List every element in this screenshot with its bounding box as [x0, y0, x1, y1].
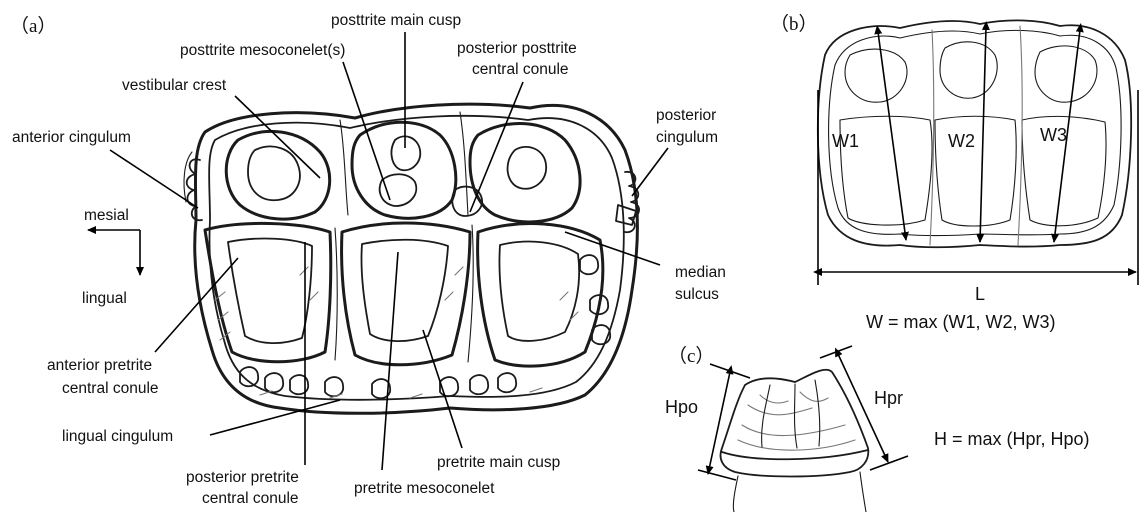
lingual-cingulum-beads [240, 255, 610, 398]
label-vestibular-crest: vestibular crest [122, 77, 227, 94]
w2-label: W2 [948, 131, 975, 151]
hpr-tick-top [820, 346, 852, 358]
panel-a-labels: posttrite main cusp posttrite mesoconele… [12, 12, 726, 507]
leader-posttrite-mesoconelets [343, 62, 390, 200]
leader-pretrite-main-cusp [423, 330, 462, 448]
w3-label: W3 [1040, 125, 1067, 145]
leader-pretrite-mesoconelet [382, 252, 398, 470]
label-posterior-pretrite-line1: posterior pretrite [186, 469, 299, 486]
w1-label: W1 [832, 131, 859, 151]
label-posterior-posttrite-line2: central conule [472, 61, 569, 78]
hatching [215, 267, 578, 398]
label-median-sulcus-line2: sulcus [675, 286, 719, 303]
panel-c: （c） Hpo Hpr H = max (Hpr, Hpo) [665, 345, 1090, 512]
leader-posterior-posttrite-central-conule [470, 82, 523, 212]
hpo-label: Hpo [665, 397, 698, 417]
label-anterior-pretrite-line1: anterior pretrite [47, 357, 152, 374]
anterior-cingulum-beads [184, 152, 202, 220]
panel-a-label: （a） [10, 15, 56, 37]
label-median-sulcus-line1: median [675, 264, 726, 281]
mesial-label: mesial [84, 207, 129, 224]
label-posttrite-main-cusp: posttrite main cusp [331, 12, 461, 29]
label-pretrite-main-cusp: pretrite main cusp [437, 454, 560, 471]
label-pretrite-mesoconelet: pretrite mesoconelet [354, 480, 495, 497]
hpr-arrow [838, 354, 888, 462]
label-anterior-pretrite-line2: central conule [62, 380, 159, 397]
hpo-tick-top [710, 364, 750, 378]
leader-posterior-cingulum [632, 148, 668, 196]
posttrite-loops [226, 112, 580, 222]
label-lingual-cingulum: lingual cingulum [62, 428, 173, 445]
w2-arrow [980, 28, 986, 242]
label-posterior-cingulum-line1: posterior [656, 107, 716, 124]
panel-c-label: （c） [668, 345, 714, 367]
leader-anterior-cingulum [110, 150, 198, 208]
label-posterior-cingulum-line2: cingulum [656, 129, 718, 146]
hpo-tick-bottom [698, 470, 736, 480]
panel-a: （a） [10, 12, 726, 507]
panel-b-label: （b） [770, 13, 818, 35]
hpo-arrow [708, 372, 730, 474]
label-posttrite-mesoconelets: posttrite mesoconelet(s) [180, 42, 345, 59]
leader-lingual-cingulum [210, 400, 340, 435]
hpr-label: Hpr [874, 388, 903, 408]
label-anterior-cingulum: anterior cingulum [12, 129, 131, 146]
tooth-occlusal-drawing [184, 104, 639, 413]
lingual-label: lingual [82, 290, 127, 307]
label-posterior-posttrite-line1: posterior posttrite [457, 40, 577, 57]
pretrite-loops [205, 223, 603, 366]
panel-b: （b） W1 W2 W3 L W = max (W1, W2, W3) [770, 13, 1138, 332]
tooth-lateral-drawing [721, 370, 869, 512]
orientation-indicator: mesial lingual [82, 207, 140, 307]
w1-arrow [878, 32, 906, 240]
width-formula: W = max (W1, W2, W3) [866, 312, 1056, 332]
hpr-tick-bottom [870, 456, 908, 470]
l-label: L [975, 284, 985, 304]
height-formula: H = max (Hpr, Hpo) [934, 429, 1090, 449]
label-posterior-pretrite-line2: central conule [202, 490, 299, 507]
